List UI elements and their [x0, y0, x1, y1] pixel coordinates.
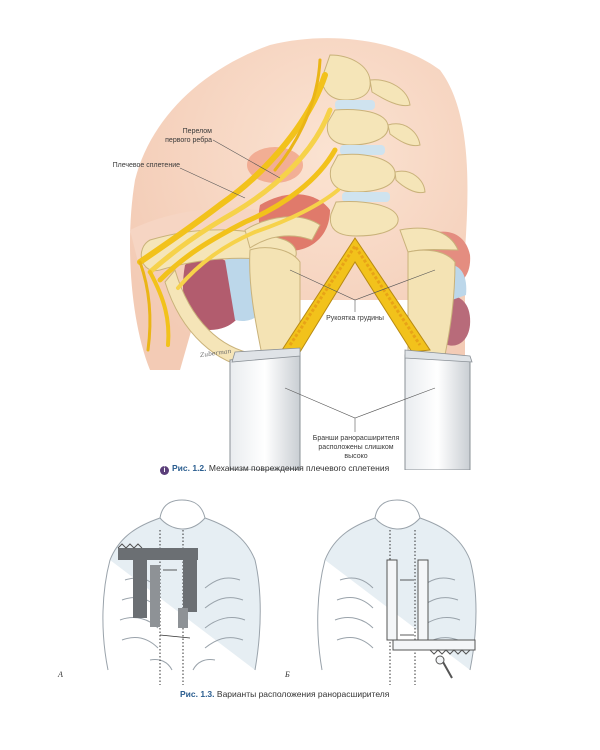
torso-panel-a — [102, 499, 261, 671]
figure-1-3-title: Варианты расположения ранорасширителя — [216, 689, 390, 699]
label-manubrium: Рукоятка грудины — [326, 315, 384, 322]
retractor-placement-drawings — [102, 499, 477, 685]
retractor-high-position — [117, 543, 198, 639]
figure-1-2-number: Рис. 1.2. — [172, 463, 207, 473]
label-retractor-blades: Бранши ранорасширителя расположены слишк… — [312, 435, 400, 460]
brachial-plexus-illustration — [130, 38, 473, 470]
figure-1-2-title: Механизм повреждения плечевого сплетения — [208, 463, 390, 473]
figure-1-3-number: Рис. 1.3. — [180, 689, 215, 699]
label-first-rib-fracture: Перелом первого ребра — [165, 128, 212, 144]
brachial-plexus-nerves — [137, 58, 340, 352]
label-brachial-plexus: Плечевое сплетение — [112, 162, 180, 169]
figure-1-3-caption: Рис. 1.3. Варианты расположения ранорасш… — [180, 689, 389, 699]
spine-vertebrae — [321, 54, 426, 237]
retractor-low-position — [386, 559, 476, 679]
torso-panel-b — [317, 499, 477, 671]
retractor-blades — [229, 347, 473, 470]
figure-number-badge: i — [160, 466, 169, 475]
panel-b-letter: Б — [285, 670, 290, 679]
panel-a-letter: А — [58, 670, 63, 679]
